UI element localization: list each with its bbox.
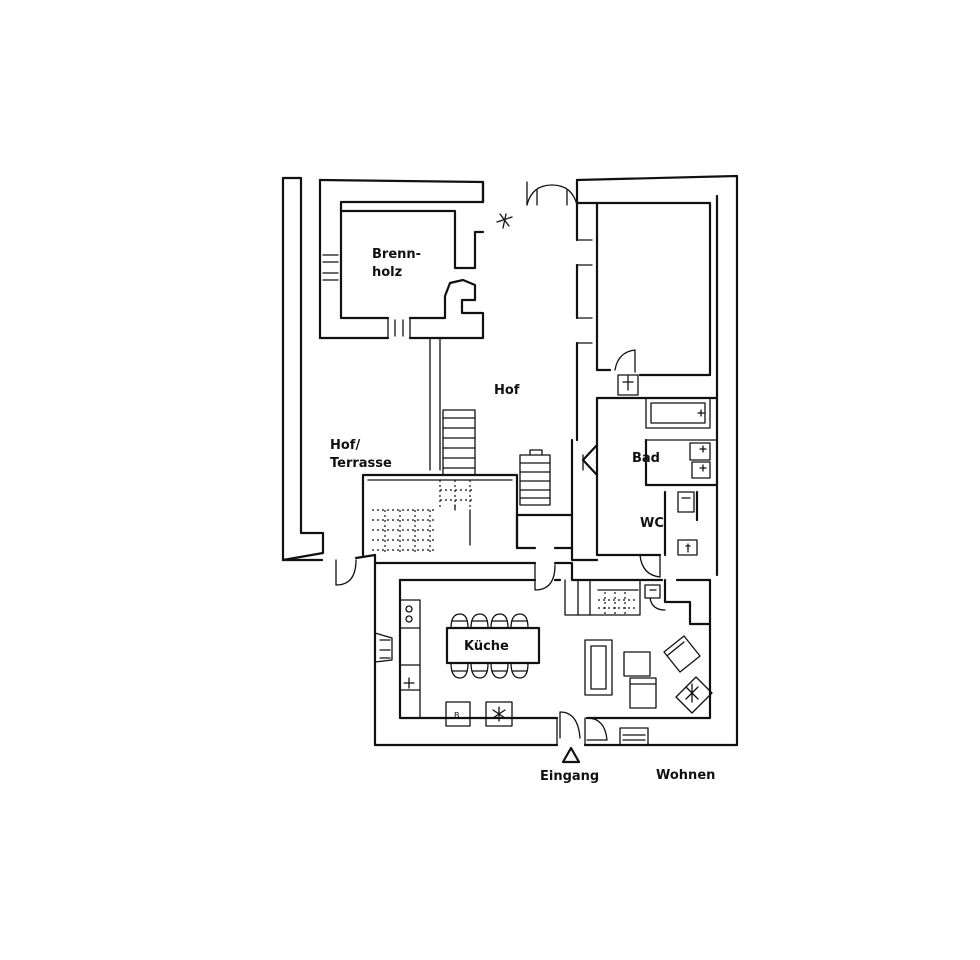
- oven-mark: B: [454, 711, 460, 720]
- bad-wc-block: [581, 396, 719, 578]
- outer-walls: [281, 174, 739, 747]
- label-eingang: Eingang: [540, 769, 599, 784]
- label-hof-terrasse-2: Terrasse: [330, 456, 392, 471]
- hof-area: [429, 180, 599, 562]
- label-bad: Bad: [632, 451, 660, 466]
- label-wc: WC: [640, 516, 664, 531]
- room-labels: Brenn- holz Hof Hof/ Terrasse Bad WC Küc…: [330, 247, 715, 784]
- label-wohnen: Wohnen: [656, 768, 715, 783]
- label-kueche: Küche: [464, 639, 509, 654]
- kueche-wohnen-block: [373, 561, 713, 764]
- label-hof-terrasse-1: Hof/: [330, 438, 360, 453]
- upper-right-room: [595, 201, 712, 396]
- terrasse-stairs: [335, 473, 519, 586]
- label-brennholz-2: holz: [372, 265, 402, 280]
- brennholz-room: [318, 209, 485, 340]
- label-brennholz-1: Brenn-: [372, 247, 421, 262]
- label-hof: Hof: [494, 383, 520, 398]
